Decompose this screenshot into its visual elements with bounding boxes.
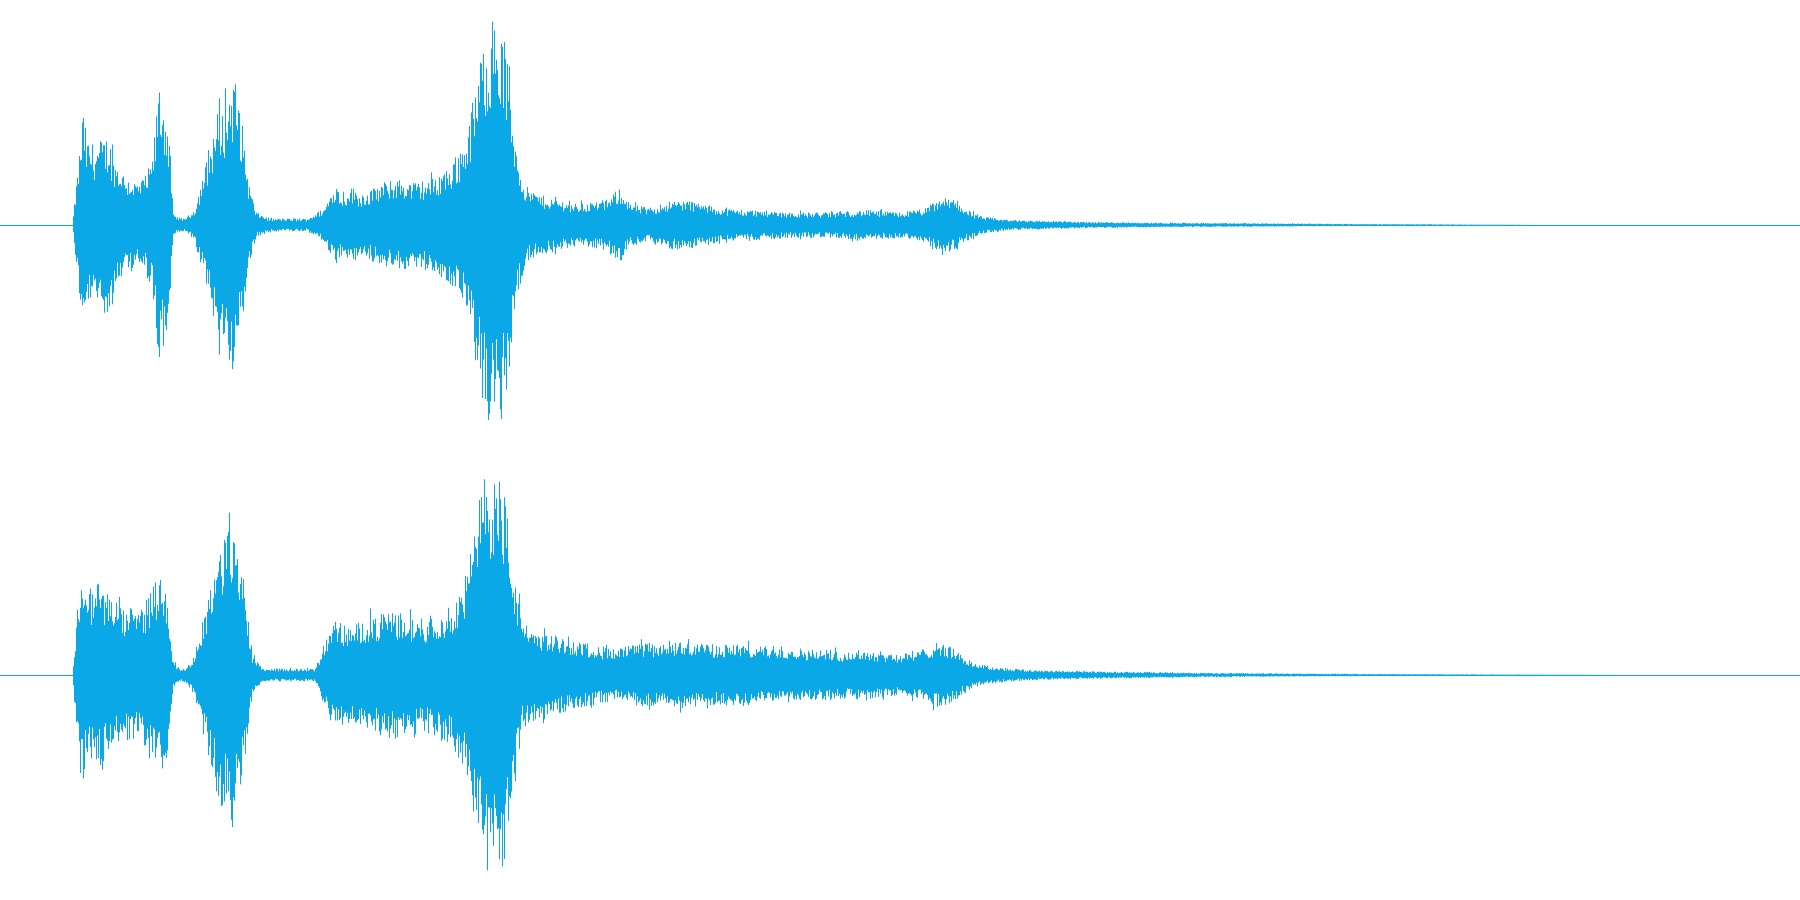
waveform-amplitude-trace (73, 21, 1539, 420)
waveform-amplitude-trace (73, 479, 1612, 871)
waveform-channel-left (0, 21, 1800, 420)
waveform-channel-right (0, 479, 1800, 871)
